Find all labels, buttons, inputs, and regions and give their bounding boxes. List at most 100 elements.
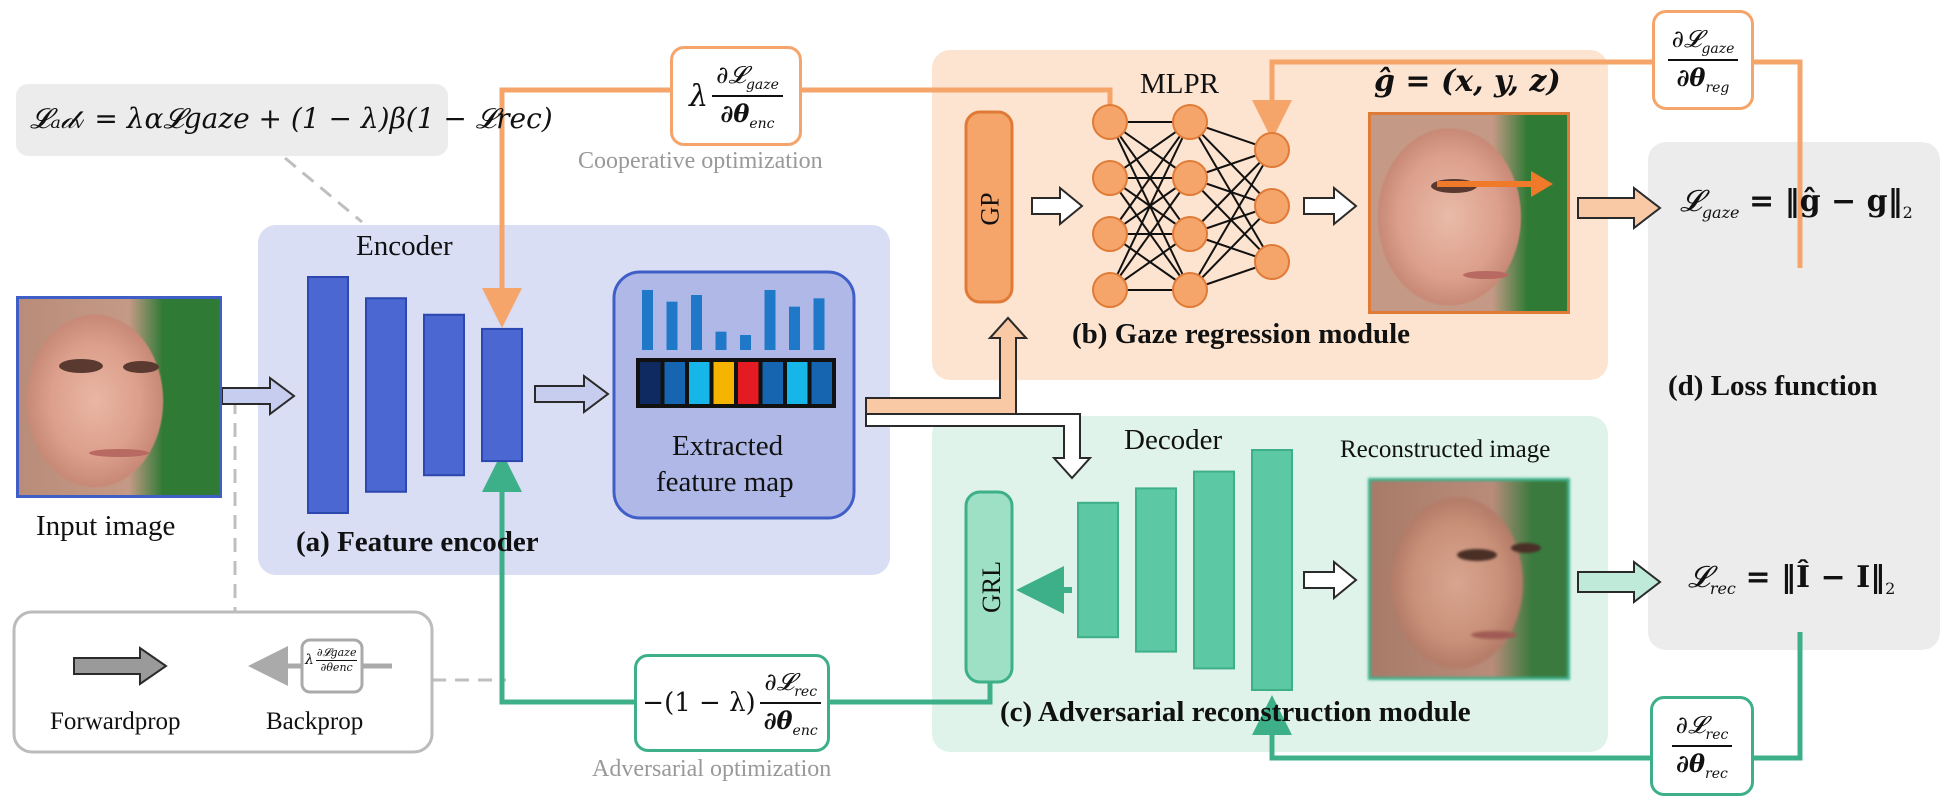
rec-num-sub: rec <box>1705 726 1729 743</box>
coop-num: ∂𝓛 <box>716 60 746 89</box>
feature-cell <box>664 362 685 404</box>
decoder-block <box>1251 449 1293 691</box>
backprop-legend-mini-box <box>300 638 364 694</box>
backprop-mini-formula: λ ∂𝓛gaze ∂θenc <box>305 646 358 674</box>
input-image-label: Input image <box>36 510 176 542</box>
gp-to-mlp-arrow <box>1031 185 1084 227</box>
coop-coef: λ <box>689 78 709 114</box>
loss-function-panel <box>1648 142 1940 650</box>
adv-loss-formula: 𝓛ₐ𝒹ᵥ = λα𝓛gaze + (1 − λ)β(1 − 𝓛rec) <box>30 102 553 135</box>
mlp-neuron <box>1092 160 1128 196</box>
grl-box <box>964 490 1014 684</box>
adversarial-reconstruction-module-label: (c) Adversarial reconstruction module <box>1000 696 1471 728</box>
grl-label: GRL <box>977 561 1006 613</box>
adv-den-sub: enc <box>792 722 818 739</box>
encoder-block <box>423 313 465 477</box>
mlp-neuron <box>1254 188 1290 224</box>
adv-den: ∂θ <box>763 705 793 735</box>
encoder-block <box>365 297 407 493</box>
coop-den-sub: enc <box>749 115 775 132</box>
mlp-edge <box>1109 121 1191 235</box>
gp-box <box>964 110 1014 304</box>
gaze-loss-lhs: 𝓛 <box>1680 184 1702 219</box>
adv-formula-connector <box>284 156 363 224</box>
feature-cell <box>762 362 783 404</box>
mlp-edge <box>1109 121 1191 291</box>
rec-loss-equation: 𝓛rec = ‖Î − I‖2 <box>1688 560 1895 598</box>
rec-num: ∂𝓛 <box>1675 710 1706 739</box>
feature-bar <box>789 306 800 350</box>
gp-label: GP <box>975 192 1005 226</box>
feature-cell <box>787 362 808 404</box>
reconstruction-gradient-line <box>1252 632 1803 761</box>
feature-cells <box>636 358 836 408</box>
feature-bar <box>691 295 702 350</box>
encoder-title: Encoder <box>356 230 453 262</box>
feature-bar <box>666 301 678 350</box>
decoder-to-image-arrow <box>1303 559 1358 601</box>
gaze-regression-module-label: (b) Gaze regression module <box>1072 318 1411 350</box>
reg-num: ∂𝓛 <box>1671 24 1702 53</box>
coop-den: ∂θ <box>720 98 750 128</box>
adv-num-sub: rec <box>794 683 818 700</box>
decoder-block <box>1135 487 1177 653</box>
reg-den: ∂θ <box>1676 62 1706 92</box>
reg-num-sub: gaze <box>1701 40 1735 57</box>
image-to-rec-loss-arrow <box>1577 559 1662 605</box>
feature-bar <box>764 290 776 350</box>
regression-gradient-line <box>1252 59 1803 268</box>
reconstructed-face-image <box>1368 478 1570 680</box>
gaze-direction-arrow <box>1437 181 1537 187</box>
cooperative-gradient-box: λ ∂𝓛gaze ∂θenc <box>670 46 802 146</box>
feature-bars <box>642 290 825 350</box>
mlp-neuron <box>1172 216 1208 252</box>
gaze-loss-rhs: = ‖ĝ − g‖ <box>1749 184 1903 219</box>
feature-encoder-module-label: (a) Feature encoder <box>296 526 539 558</box>
forwardprop-legend-arrow <box>73 646 168 686</box>
backprop-label: Backprop <box>266 708 364 735</box>
adversarial-optimization-label: Adversarial optimization <box>592 756 832 782</box>
mlpr-title: MLPR <box>1140 68 1219 100</box>
mlp-neuron <box>1254 244 1290 280</box>
decoder-title: Decoder <box>1124 424 1223 456</box>
reg-den-sub: reg <box>1705 79 1730 96</box>
reconstructed-image-title: Reconstructed image <box>1340 436 1551 463</box>
mlp-neuron <box>1092 216 1128 252</box>
adv-formula-box <box>16 84 448 156</box>
feature-cell <box>713 362 734 404</box>
encoder-block <box>481 327 523 463</box>
mini-coef: λ <box>305 652 314 668</box>
mlp-neuron <box>1172 272 1208 308</box>
adv-num: ∂𝓛 <box>764 667 795 696</box>
feature-bar <box>715 331 727 350</box>
mlp-neuron <box>1254 132 1290 168</box>
encoder-blocks <box>307 276 523 514</box>
gaze-output-face-image <box>1368 112 1570 314</box>
input-face-image <box>16 296 222 498</box>
feature-split-arrow-fill <box>865 316 1029 415</box>
mlp-neuron <box>1092 272 1128 308</box>
rec-den-sub: rec <box>1705 765 1728 782</box>
mlp-neuron <box>1172 160 1208 196</box>
feature-bar <box>813 298 825 350</box>
gaze-loss-norm: 2 <box>1902 203 1913 222</box>
cooperative-optimization-label: Cooperative optimization <box>578 148 823 174</box>
mlp-to-output-arrow <box>1303 185 1358 227</box>
adversarial-gradient-box: −(1 − λ) ∂𝓛rec ∂θenc <box>634 654 830 752</box>
feature-map-label-line2: feature map <box>656 466 794 498</box>
gaze-output-equation: ĝ = (x, y, z) <box>1374 64 1561 99</box>
rec-loss-norm: 2 <box>1885 579 1896 598</box>
mlp-neuron <box>1172 104 1208 140</box>
feature-bar <box>642 290 653 350</box>
regression-gradient-box: ∂𝓛gaze ∂θreg <box>1652 10 1754 110</box>
decoder-block <box>1077 501 1119 639</box>
rec-loss-sub: rec <box>1709 579 1736 598</box>
adv-coef: −(1 − λ) <box>642 688 756 718</box>
forwardprop-label: Forwardprop <box>50 708 181 735</box>
decoder-block <box>1193 470 1235 670</box>
feature-cell <box>640 362 661 404</box>
gaze-loss-sub: gaze <box>1701 203 1740 222</box>
coop-num-sub: gaze <box>745 76 779 93</box>
feature-bar <box>740 335 751 350</box>
mlp-network <box>1092 104 1290 308</box>
